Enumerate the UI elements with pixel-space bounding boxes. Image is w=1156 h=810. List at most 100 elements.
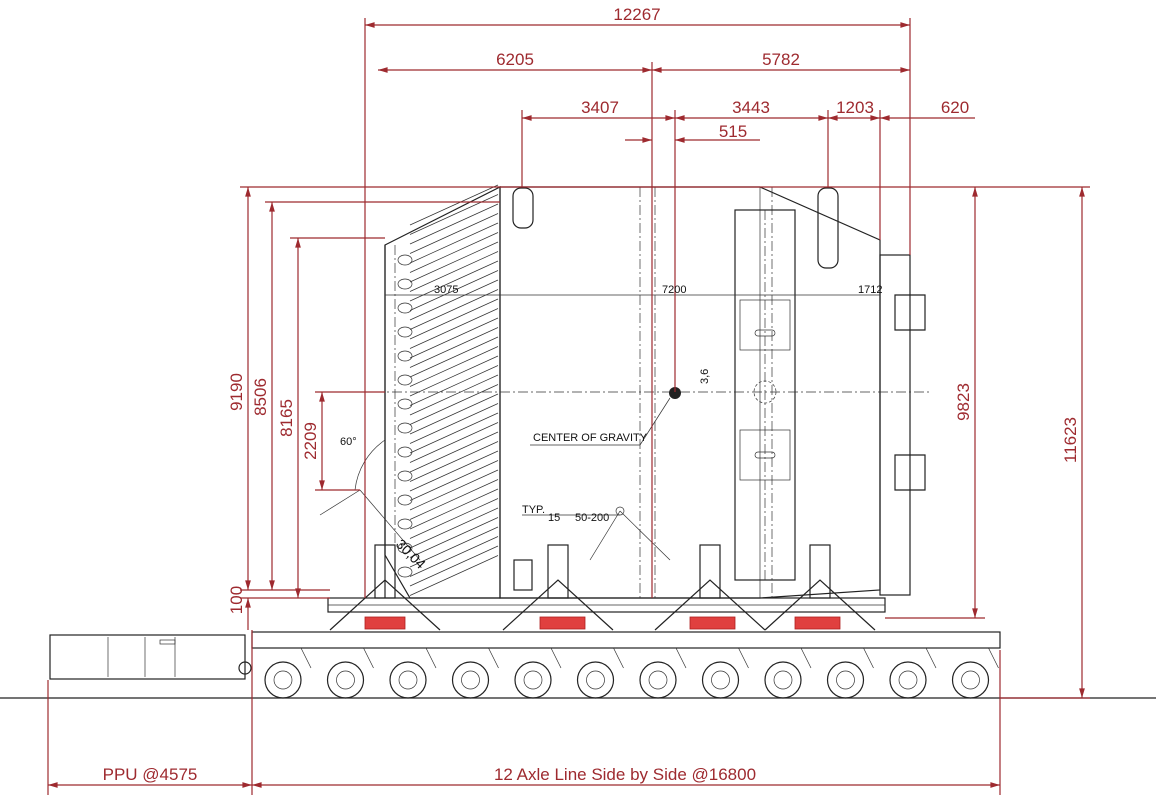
tube-header — [397, 278, 413, 290]
tube-header — [397, 518, 413, 530]
radiator-fin — [409, 260, 499, 302]
dim-3407: 3407 — [581, 98, 619, 117]
weld-typ-label: TYP. — [522, 504, 545, 516]
wheel — [264, 661, 302, 699]
dim-overall-width: 12267 — [613, 5, 660, 24]
radiator-fin — [409, 289, 499, 330]
dim-8506: 8506 — [251, 378, 270, 416]
radiator-fin — [409, 194, 499, 235]
radiator-fin — [409, 203, 499, 245]
radiator-fin — [409, 298, 499, 340]
radiator-fin — [409, 222, 499, 264]
radiator-fin — [409, 270, 499, 311]
wheel — [826, 661, 865, 699]
suspension-arm — [488, 647, 499, 669]
tube-header — [397, 350, 413, 362]
suspension-arm — [925, 647, 937, 669]
suspension-arm — [800, 647, 812, 669]
radiator-fin — [409, 327, 499, 368]
cribbing-pad — [794, 616, 841, 630]
wheel-hub — [523, 670, 543, 690]
radiator-fin — [409, 317, 499, 359]
dim-cg-to-right: 5782 — [762, 50, 800, 69]
dim-100: 100 — [227, 586, 246, 614]
wheel-hub — [836, 670, 855, 690]
tube-header — [397, 374, 413, 386]
wheel-hub — [773, 670, 793, 690]
angle-60: 60° — [340, 436, 357, 448]
radiator-fin — [409, 393, 499, 435]
lashing-chain — [764, 579, 876, 631]
tube-header — [397, 326, 413, 338]
radiator-fin — [409, 526, 499, 568]
radiator-fin — [409, 279, 499, 321]
tube-header — [397, 398, 413, 410]
radiator-fin — [409, 498, 499, 539]
dim-9823: 9823 — [954, 383, 973, 421]
support-column — [699, 544, 721, 599]
tube-header — [397, 422, 413, 434]
axle-line-label: 12 Axle Line Side by Side @16800 — [494, 765, 756, 784]
suspension-arm — [550, 647, 562, 669]
wheel — [576, 661, 615, 699]
radiator-fin — [409, 545, 499, 587]
radiator-fin — [409, 336, 499, 378]
weld-size-label: 15 — [548, 512, 560, 524]
radiator-fin — [409, 431, 499, 473]
radiator-fin — [409, 232, 499, 273]
wheel-hub — [586, 670, 605, 690]
suspension-arm — [863, 647, 874, 669]
radiator-fin — [409, 441, 499, 482]
tube-header — [397, 302, 413, 314]
radiator-fin — [409, 184, 499, 226]
suspension-arm — [363, 647, 374, 669]
dim-9190: 9190 — [227, 373, 246, 411]
cribbing-pad — [539, 616, 586, 630]
dim-1712: 1712 — [858, 284, 882, 296]
dim-left-to-cg: 6205 — [496, 50, 534, 69]
dim-7200: 7200 — [662, 284, 686, 296]
wheel — [764, 661, 802, 699]
wheel — [514, 661, 552, 699]
radiator-fin — [409, 488, 499, 530]
wheel — [451, 661, 490, 699]
radiator-fin — [409, 403, 499, 444]
tube-header — [397, 566, 413, 578]
radiator-fin — [409, 308, 499, 349]
radiator-fin — [409, 213, 499, 254]
tube-header — [397, 254, 413, 266]
wheel — [326, 661, 365, 699]
suspension-arm — [675, 647, 687, 669]
trailer-deck — [251, 631, 1001, 649]
radiator-fin — [409, 374, 499, 416]
wheel-hub — [336, 670, 355, 690]
radiator-fin — [409, 346, 499, 387]
wheel-hub — [273, 670, 293, 690]
suspension-arm — [300, 647, 312, 669]
radiator-fin — [409, 422, 499, 463]
wheel-hub — [961, 670, 980, 690]
cribbing-pad — [364, 616, 406, 630]
dim-11623: 11623 — [1061, 417, 1080, 463]
wheel-hub — [398, 670, 418, 690]
wheel-hub — [648, 670, 668, 690]
wheel — [639, 661, 677, 699]
dim-8165: 8165 — [277, 399, 296, 437]
lashing-chain — [329, 579, 441, 631]
radiator-fin — [409, 536, 499, 577]
wheel — [701, 661, 740, 699]
radiator-fin — [409, 469, 499, 511]
dim-3-6: 3,6 — [699, 369, 711, 384]
radiator-fin — [409, 517, 499, 558]
ppu-unit — [49, 634, 246, 680]
wheel — [951, 661, 990, 699]
transporter — [49, 616, 1001, 699]
suspension-arm — [425, 647, 437, 669]
center-of-gravity-marker — [669, 387, 681, 399]
support-column — [547, 544, 569, 599]
wheel — [889, 661, 927, 699]
tube-header — [397, 446, 413, 458]
dim-620: 620 — [941, 98, 969, 117]
